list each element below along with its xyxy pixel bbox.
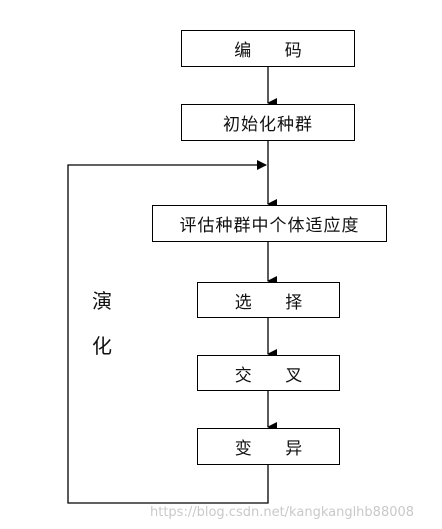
loop-line [67,160,269,504]
crossover-box: 交 叉 [197,355,340,391]
watermark: https://blog.csdn.net/kangkanglhb88008 [150,505,415,520]
loop-label-char-1: 演 [92,289,112,313]
loop-label-char-2: 化 [92,334,112,358]
mutate-box: 变 异 [197,428,340,465]
encode-box: 编 码 [181,30,355,67]
init-population-box: 初始化种群 [181,104,355,141]
select-box: 选 择 [197,282,340,318]
evaluate-fitness-box: 评估种群中个体适应度 [152,205,387,242]
